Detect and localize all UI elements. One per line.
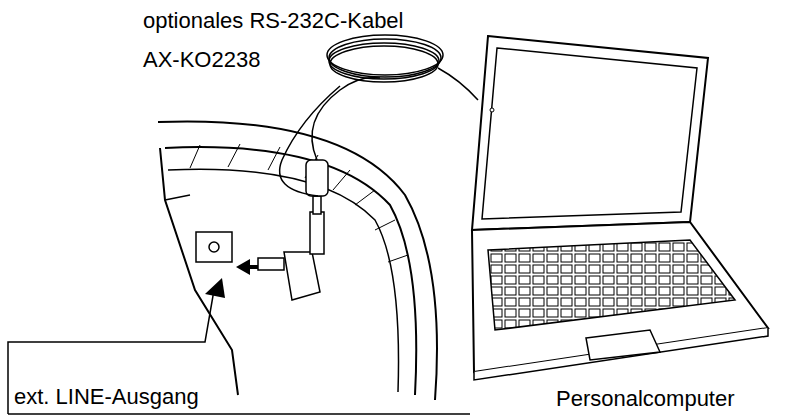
- port-name: ext. LINE-Ausgang: [14, 384, 199, 409]
- device-name: Personalcomputer: [556, 386, 735, 411]
- part-number: AX-KO2238: [143, 47, 260, 72]
- cable: [280, 35, 478, 196]
- line-out-jack: [196, 232, 232, 262]
- leader-line: [8, 290, 470, 414]
- laptop: [472, 36, 768, 380]
- device-housing: [158, 121, 437, 400]
- cable-name: optionales RS-232C-Kabel: [143, 8, 404, 33]
- housing-ribs: [190, 144, 408, 262]
- angled-plug: [258, 196, 324, 300]
- leader-arrowhead: [205, 278, 225, 298]
